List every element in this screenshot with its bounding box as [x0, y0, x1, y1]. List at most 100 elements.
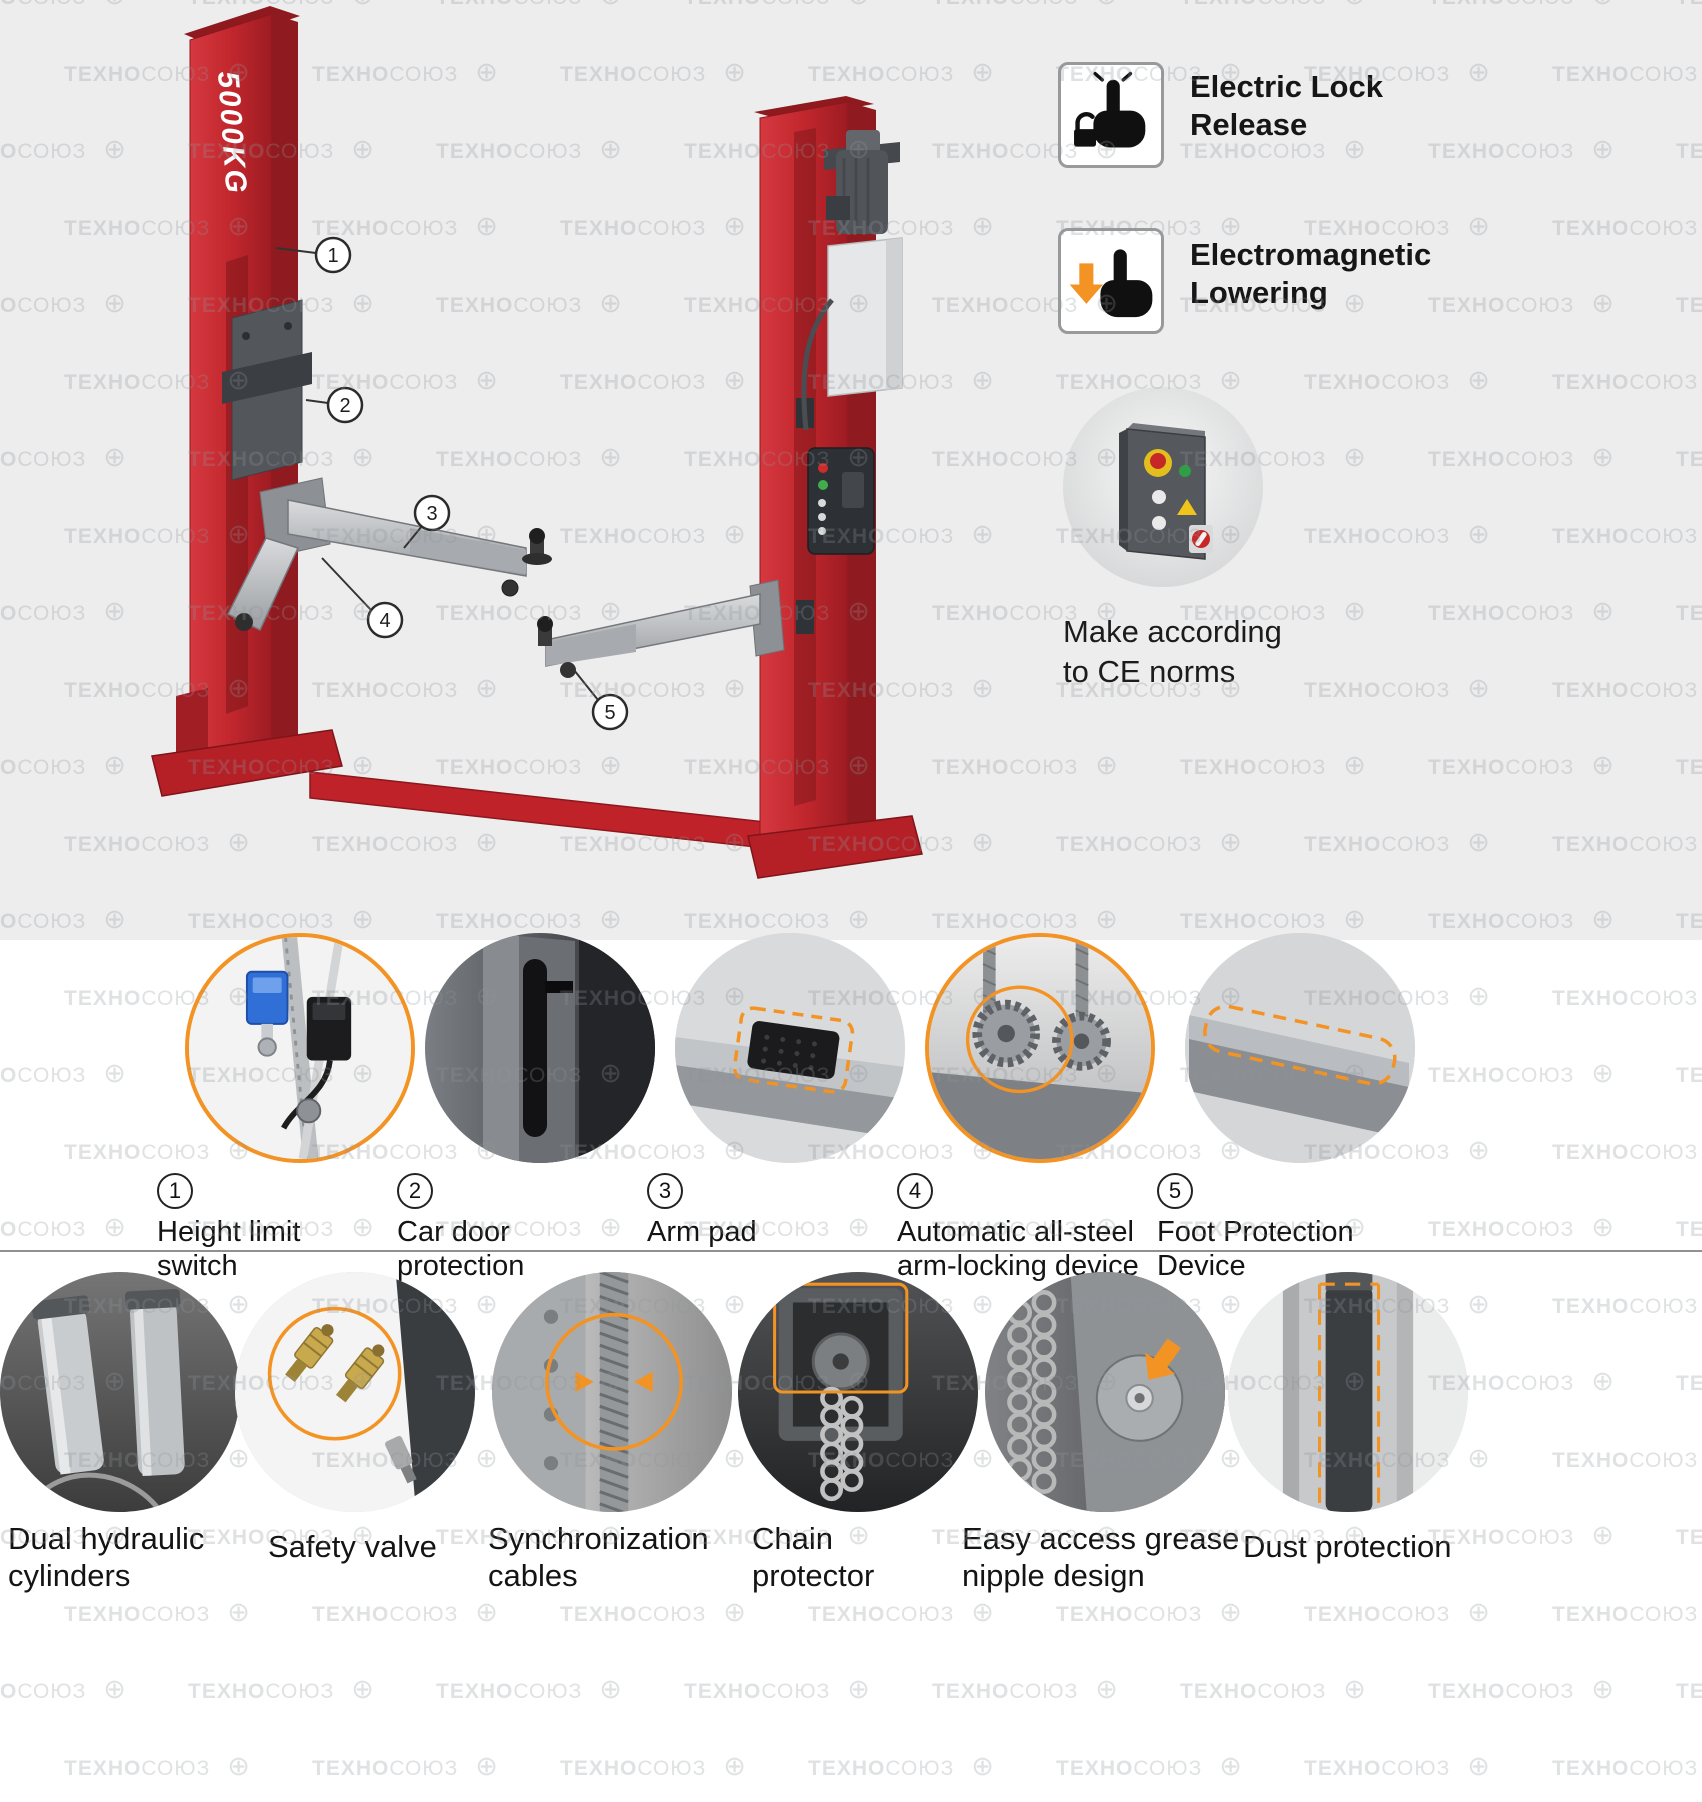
globe-icon: ⊕ — [1574, 1366, 1615, 1396]
feature-dual-hydraulic-cylinders — [0, 1272, 240, 1512]
feature-photo-car-door-protection — [425, 933, 655, 1163]
watermark-text: ТЕХНОСОЮЗ ⊕ — [1676, 1372, 1702, 1395]
globe-icon: ⊕ — [1574, 1212, 1615, 1242]
two-post-lift-illustration: 5000KG — [151, 6, 923, 879]
watermark-text: ТЕХНОСОЮЗ ⊕ — [436, 1674, 623, 1704]
feature-synchronization-cables — [492, 1272, 732, 1512]
globe-icon: ⊕ — [1574, 1058, 1615, 1088]
left-carriage — [222, 299, 312, 481]
watermark-text: ТЕХНОСОЮЗ ⊕ — [1428, 1674, 1615, 1704]
arm-pad-image — [675, 933, 905, 1163]
globe-icon: ⊕ — [0, 1751, 3, 1781]
globe-icon: ⊕ — [1202, 1597, 1243, 1627]
feature-2-badge: 2 — [397, 1173, 433, 1209]
watermark-text: ТЕХНОСОЮЗ ⊕ — [560, 1751, 747, 1781]
watermark-text: ТЕХНОСОЮЗ ⊕ — [0, 1751, 3, 1782]
bottom-feature-label: Synchronization cables — [488, 1521, 709, 1593]
bottom-feature-label: Safety valve — [268, 1529, 437, 1564]
globe-icon: ⊕ — [1698, 1597, 1702, 1627]
grease-nipple-image — [985, 1272, 1225, 1512]
feature-photo-synchronization-cables — [492, 1272, 732, 1512]
dust-protection-image — [1228, 1272, 1468, 1512]
globe-icon: ⊕ — [1698, 1289, 1702, 1319]
watermark-text: ТЕХНОСОЮЗ ⊕ — [1552, 981, 1702, 1012]
globe-icon: ⊕ — [1698, 981, 1702, 1011]
watermark-text: ТЕХНОСОЮЗ ⊕ — [0, 1058, 127, 1088]
watermark-text: ТЕХНОСОЮЗ ⊕ — [1552, 1443, 1702, 1474]
watermark-text: ТЕХНОСОЮЗ ⊕ — [1552, 1135, 1702, 1166]
column-control-panel — [807, 447, 875, 555]
globe-icon: ⊕ — [210, 1597, 251, 1627]
globe-icon: ⊕ — [458, 1751, 499, 1781]
height-limit-switch-image — [189, 937, 411, 1159]
watermark-text: ТЕХНОСОЮЗ ⊕ — [0, 981, 3, 1012]
dual-hydraulic-cylinders-image — [0, 1272, 240, 1512]
feature-4-badge: 4 — [897, 1173, 933, 1209]
watermark-text: ТЕХНОСОЮЗ ⊕ — [1552, 1751, 1702, 1782]
section-divider — [0, 1250, 1702, 1252]
watermark-text: ТЕХНОСОЮЗ ⊕ — [1180, 1674, 1367, 1704]
globe-icon: ⊕ — [706, 1751, 747, 1781]
feature-1-badge: 1 — [157, 1173, 193, 1209]
watermark-text: ТЕХНОСОЮЗ ⊕ — [312, 1751, 499, 1781]
globe-icon: ⊕ — [1450, 1751, 1491, 1781]
feature-photo-safety-valve — [235, 1272, 475, 1512]
globe-icon: ⊕ — [582, 1674, 623, 1704]
watermark-text: ТЕХНОСОЮЗ ⊕ — [0, 1135, 3, 1166]
arm-locking-device-image — [929, 937, 1151, 1159]
safety-valve-image — [235, 1272, 475, 1512]
badge-number: 4 — [908, 1178, 922, 1203]
watermark-text: ТЕХНОСОЮЗ ⊕ — [1552, 1597, 1702, 1628]
feature-photo-height-limit-switch — [185, 933, 415, 1163]
svg-text:2: 2 — [339, 395, 350, 417]
watermark-text: ТЕХНОСОЮЗ ⊕ — [1676, 1218, 1702, 1241]
svg-text:1: 1 — [327, 245, 338, 267]
feature-height-limit-switch: 1 Height limit switch — [157, 933, 415, 1283]
badge-number: 2 — [408, 1178, 422, 1203]
svg-text:3: 3 — [426, 503, 437, 525]
watermark-text: ТЕХНОСОЮЗ ⊕ — [1428, 1058, 1615, 1088]
floor-plate — [309, 771, 803, 853]
callout-2: 2 — [305, 386, 364, 424]
watermark-text: ТЕХНОСОЮЗ ⊕ — [1428, 1212, 1615, 1242]
feature-foot-protection: 5 Foot Protection Device — [1157, 933, 1415, 1283]
globe-icon: ⊕ — [0, 1597, 3, 1627]
lift-callouts: 1 2 3 4 5 — [275, 236, 629, 731]
watermark-text: ТЕХНОСОЮЗ ⊕ — [1056, 1751, 1243, 1781]
control-box-image — [1063, 387, 1263, 587]
watermark-text: ТЕХНОСОЮЗ ⊕ — [560, 1597, 747, 1627]
watermark-text: ТЕХНОСОЮЗ ⊕ — [188, 1674, 375, 1704]
ce-control-box-photo — [1063, 387, 1263, 587]
badge-number: 3 — [658, 1178, 672, 1203]
watermark-text: ТЕХНОСОЮЗ ⊕ — [808, 1751, 995, 1781]
chain-protector-image — [738, 1272, 978, 1512]
watermark-text: ТЕХНОСОЮЗ ⊕ — [0, 1674, 127, 1704]
bottom-feature-label: Chain protector — [752, 1521, 875, 1593]
callout-1: 1 — [275, 236, 352, 274]
feature-safety-valve — [235, 1272, 475, 1512]
label-line: to CE norms — [1063, 654, 1236, 689]
globe-icon: ⊕ — [1450, 1135, 1491, 1165]
watermark-text: ТЕХНОСОЮЗ ⊕ — [1676, 1680, 1702, 1703]
globe-icon: ⊕ — [1450, 981, 1491, 1011]
feature-chain-protector — [738, 1272, 978, 1512]
globe-icon: ⊕ — [0, 981, 3, 1011]
globe-icon: ⊕ — [1698, 1135, 1702, 1165]
svg-text:5: 5 — [604, 702, 615, 724]
right-lift-arms — [537, 579, 785, 678]
feature-5-badge: 5 — [1157, 1173, 1193, 1209]
label-line: Lowering — [1190, 275, 1328, 310]
feature-label: Arm pad — [647, 1216, 757, 1248]
globe-icon: ⊕ — [1078, 1674, 1119, 1704]
label-line: Release — [1190, 107, 1308, 142]
callout-4: 4 — [321, 557, 404, 639]
label-line: Electric Lock — [1190, 69, 1383, 104]
globe-icon: ⊕ — [86, 1058, 127, 1088]
watermark-text: ТЕХНОСОЮЗ ⊕ — [64, 1597, 251, 1627]
globe-icon: ⊕ — [1698, 1443, 1702, 1473]
globe-icon: ⊕ — [1698, 1751, 1702, 1781]
watermark-text: ТЕХНОСОЮЗ ⊕ — [1676, 1526, 1702, 1549]
feature-photo-chain-protector — [738, 1272, 978, 1512]
watermark-text: ТЕХНОСОЮЗ ⊕ — [64, 1751, 251, 1781]
